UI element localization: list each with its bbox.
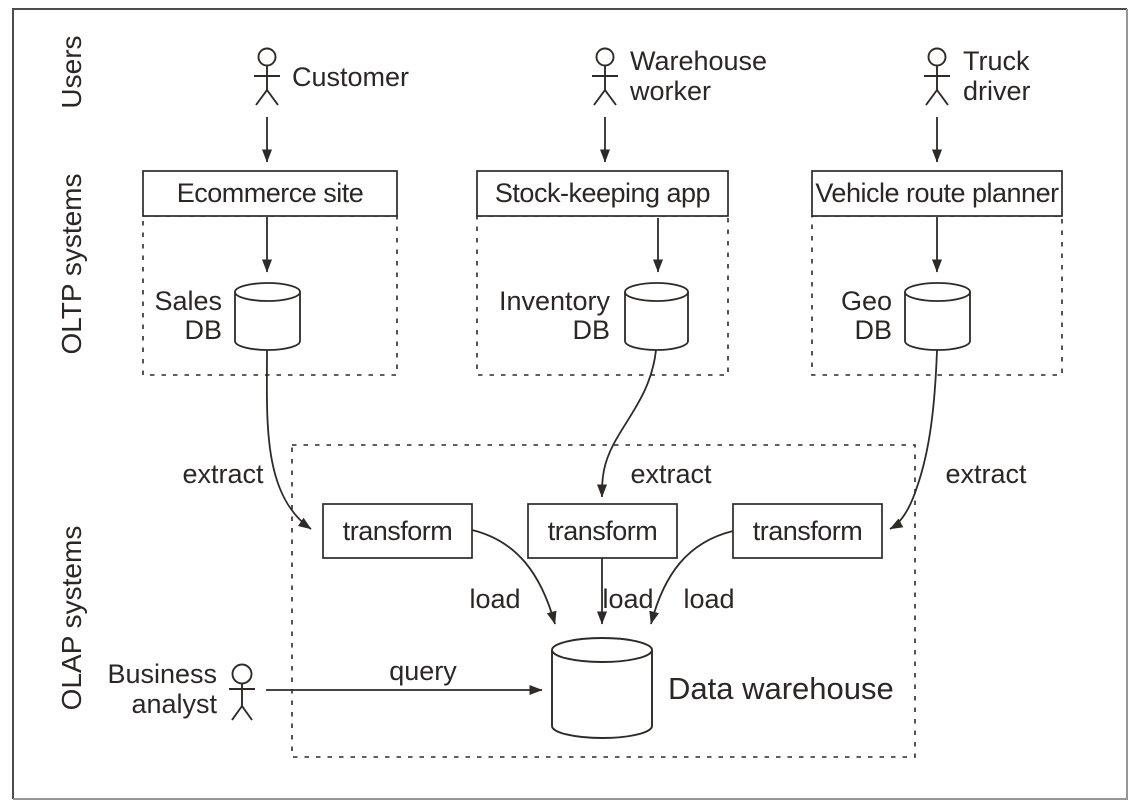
extract-arrow-1 [265, 349, 312, 530]
stock-keeping-app-label: Stock-keeping app [494, 178, 711, 208]
sales-db-label: Sales DB [154, 286, 222, 345]
inventory-db-label: Inventory DB [498, 286, 610, 345]
transform-box-3 [732, 503, 883, 559]
transform-label-3: transform [752, 515, 863, 546]
truck-driver-stick-figure-icon [924, 47, 950, 106]
transform-box-2 [527, 503, 678, 559]
ecommerce-site-label: Ecommerce site [176, 178, 364, 208]
stock-keeping-app-box [476, 170, 729, 217]
business-analyst-label: Business analyst [107, 659, 217, 719]
transform-label-1: transform [342, 515, 453, 546]
oltp-dashed-box-geo [811, 215, 1063, 376]
warehouse-worker-stick-figure-icon [592, 47, 618, 106]
extract-arrow-3 [889, 349, 938, 530]
transform-box-1 [322, 503, 473, 559]
load-label-2: load [602, 584, 654, 614]
load-arrow-3 [649, 530, 734, 625]
extract-label-1: extract [182, 459, 264, 489]
lane-label-olap-systems: OLAP systems [56, 525, 87, 711]
load-label-3: load [683, 584, 735, 614]
customer-label: Customer [292, 62, 410, 92]
lane-label-users: Users [56, 35, 87, 109]
olap-dashed-box [291, 444, 916, 758]
load-arrow-1 [471, 529, 557, 625]
load-label-1: load [469, 584, 521, 614]
vehicle-route-planner-label: Vehicle route planner [815, 178, 1059, 208]
transform-label-2: transform [547, 515, 658, 546]
vehicle-route-planner-box [811, 170, 1063, 217]
sales-db-cylinder-icon [234, 282, 301, 351]
inventory-db-cylinder-icon [624, 282, 689, 351]
data-warehouse-label: Data warehouse [668, 671, 894, 706]
data-warehouse-cylinder-icon [551, 637, 653, 739]
business-analyst-stick-figure-icon [229, 663, 255, 721]
extract-label-2: extract [630, 459, 712, 489]
geo-db-cylinder-icon [904, 282, 971, 351]
extract-label-3: extract [945, 459, 1027, 489]
customer-stick-figure-icon [254, 47, 280, 106]
extract-arrow-2 [597, 349, 657, 498]
lane-label-oltp-systems: OLTP systems [56, 173, 87, 355]
query-label: query [389, 656, 457, 686]
ecommerce-site-box [142, 170, 398, 217]
oltp-dashed-box-inventory [476, 215, 729, 376]
warehouse-worker-label: Warehouse worker [630, 46, 768, 106]
truck-driver-label: Truck driver [963, 46, 1031, 106]
geo-db-label: Geo DB [840, 286, 892, 345]
diagram-frame [12, 8, 1128, 800]
